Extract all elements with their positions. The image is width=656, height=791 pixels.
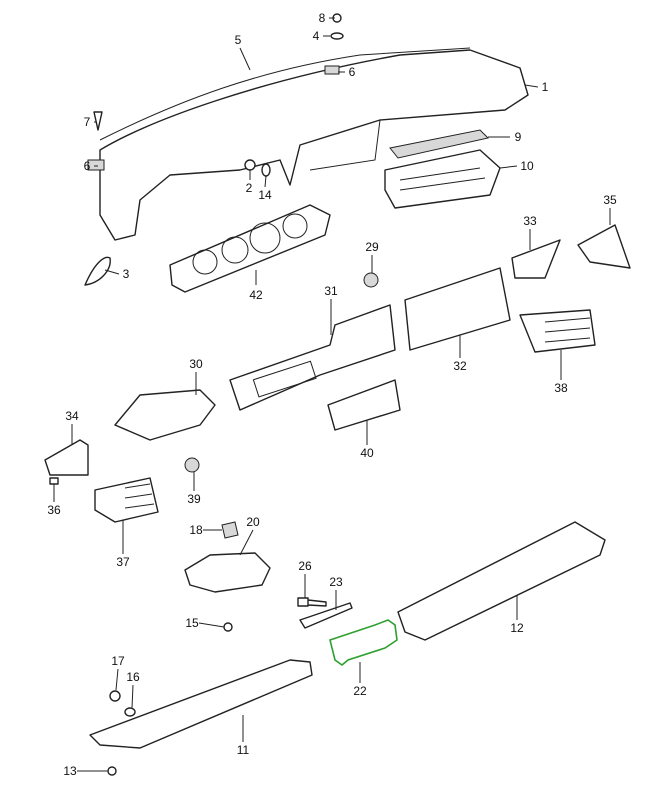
callout-32: 32 [453, 359, 467, 373]
part-17-nut[interactable] [109, 690, 121, 702]
part-42-instrument-bezel[interactable] [169, 204, 331, 293]
callout-16: 16 [126, 670, 140, 684]
part-12-right-trim[interactable] [397, 521, 606, 641]
part-29-knob[interactable] [363, 272, 379, 288]
callout-33: 33 [523, 214, 537, 228]
callout-17: 17 [111, 654, 125, 668]
part-20-tray[interactable] [184, 552, 271, 593]
callout-42: 42 [249, 288, 263, 302]
callout-7: 7 [84, 115, 91, 129]
part-4-washer[interactable] [330, 32, 344, 40]
callout-23: 23 [329, 575, 343, 589]
callout-11: 11 [237, 743, 250, 757]
callout-6: 6 [349, 65, 356, 79]
part-16-washer[interactable] [124, 707, 136, 717]
part-32-glovebox-lid[interactable] [404, 267, 511, 351]
part-14-washer[interactable] [261, 163, 271, 177]
part-7-screw[interactable] [93, 111, 103, 131]
callout-36: 36 [47, 503, 61, 517]
part-22-end-trim[interactable] [329, 619, 398, 667]
part-31-center-panel[interactable] [229, 304, 396, 411]
callout-20: 20 [246, 515, 260, 529]
callout-30: 30 [189, 357, 203, 371]
part-15-screw[interactable] [223, 622, 233, 632]
callout-8: 8 [319, 11, 326, 25]
callout-29: 29 [365, 240, 379, 254]
part-10-vent[interactable] [384, 149, 501, 209]
part-6-clip-b[interactable] [87, 159, 105, 171]
callout-1: 1 [542, 80, 549, 94]
part-11-left-trim[interactable] [89, 659, 313, 749]
part-9-strip[interactable] [389, 129, 489, 159]
callout-18: 18 [189, 523, 203, 537]
callout-4: 4 [313, 29, 320, 43]
part-40-cover[interactable] [327, 379, 401, 431]
part-18-clip[interactable] [221, 521, 239, 539]
part-36-screw[interactable] [49, 477, 59, 485]
callout-12: 12 [510, 621, 524, 635]
callout-38: 38 [554, 381, 568, 395]
callout-3: 3 [123, 267, 130, 281]
callout-26: 26 [298, 559, 312, 573]
part-6-clip[interactable] [324, 65, 340, 75]
callout-37: 37 [116, 555, 130, 569]
callout-22: 22 [353, 684, 367, 698]
part-13-screw[interactable] [107, 766, 117, 776]
callout-9: 9 [515, 130, 522, 144]
callout-14: 14 [258, 188, 272, 202]
callout-34: 34 [65, 409, 79, 423]
part-37-vent[interactable] [94, 477, 159, 523]
callout-5: 5 [235, 33, 242, 47]
part-23-bracket[interactable] [299, 602, 353, 629]
part-30-panel[interactable] [114, 389, 216, 441]
part-1-dashboard[interactable] [99, 49, 529, 241]
part-5-trim[interactable] [99, 47, 471, 141]
callout-2: 2 [246, 181, 253, 195]
part-33-trim[interactable] [511, 239, 561, 279]
callout-15: 15 [185, 616, 199, 630]
part-39-grommet[interactable] [184, 457, 200, 473]
part-26-bolt[interactable] [297, 597, 327, 607]
callout-40: 40 [360, 446, 374, 460]
callout-31: 31 [324, 284, 338, 298]
part-35-trim[interactable] [577, 224, 631, 269]
callout-6b: 6 [84, 159, 91, 173]
part-2-nut[interactable] [244, 159, 256, 171]
callout-13: 13 [63, 764, 77, 778]
part-34-cover[interactable] [44, 439, 89, 476]
part-3-trim[interactable] [84, 256, 111, 286]
callout-10: 10 [520, 159, 534, 173]
callout-39: 39 [187, 492, 201, 506]
callout-35: 35 [603, 193, 617, 207]
